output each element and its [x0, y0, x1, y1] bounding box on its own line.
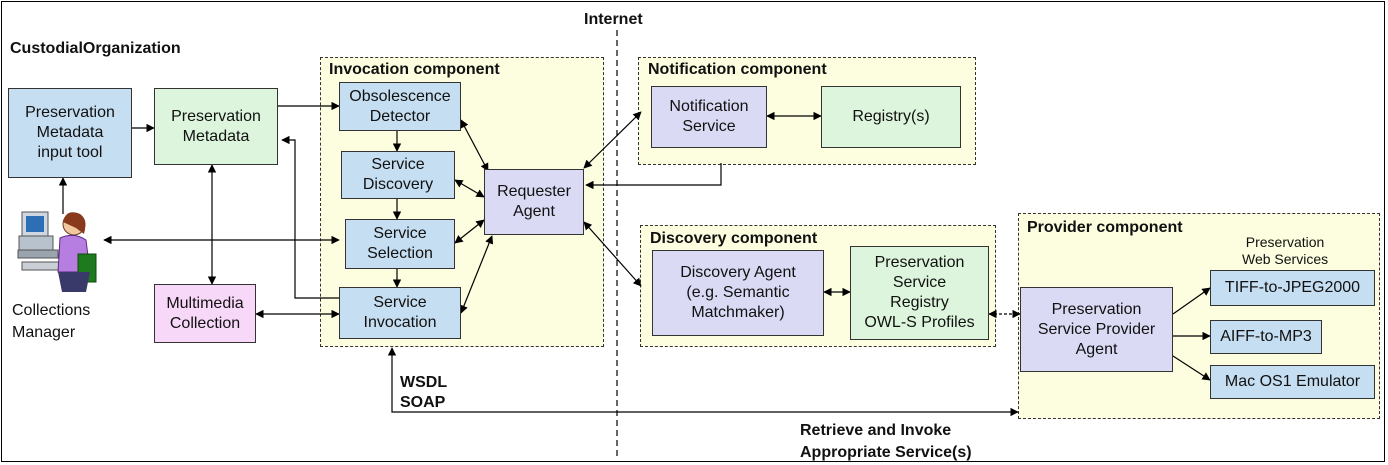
internet-label: Internet	[584, 11, 643, 28]
retrieve-invoke-line	[387, 347, 1019, 417]
retrieve-invoke-label: Retrieve and Invoke Appropriate Service(…	[800, 422, 972, 461]
discovery-agent-box: Discovery Agent (e.g. Semantic Matchmake…	[652, 250, 824, 336]
service-registry-box: Preservation Service Registry OWL-S Prof…	[850, 246, 989, 340]
invocation-to-metadata	[281, 135, 339, 299]
web-services-label: Preservation Web Services	[1242, 234, 1329, 267]
requester-discovery	[583, 221, 642, 287]
service-discovery-box: Service Discovery	[341, 151, 455, 199]
provider-to-mac	[1172, 355, 1211, 381]
discovery-requester	[454, 179, 485, 198]
notification-service-box: Notification Service	[651, 86, 767, 148]
custodial-organization-label: CustodialOrganization	[10, 40, 181, 57]
provider-to-tiff	[1172, 287, 1211, 315]
service-invocation-box: Service Invocation	[339, 287, 461, 339]
notification-component-title: Notification component	[648, 61, 827, 78]
collections-manager-label: Collections Manager	[12, 302, 91, 341]
collections-manager-user-icon	[17, 211, 97, 292]
service-selection-box: Service Selection	[345, 219, 455, 269]
service-mac-os1-emulator: Mac OS1 Emulator	[1210, 365, 1375, 399]
selection-requester	[454, 219, 485, 244]
provider-component-title: Provider component	[1027, 219, 1183, 236]
service-tiff-to-jpeg2000: TIFF-to-JPEG2000	[1210, 270, 1375, 306]
multimedia-collection-box: Multimedia Collection	[154, 284, 256, 343]
service-aiff-to-mp3: AIFF-to-MP3	[1210, 320, 1322, 354]
requester-agent-box: Requester Agent	[484, 169, 584, 235]
notification-registry-box: Registry(s)	[821, 86, 961, 148]
provider-agent-box: Preservation Service Provider Agent	[1020, 287, 1173, 372]
preservation-metadata-input-tool: Preservation Metadata input tool	[8, 88, 132, 178]
invocation-component-title: Invocation component	[329, 61, 500, 78]
requester-notification	[583, 111, 642, 169]
preservation-metadata-box: Preservation Metadata	[154, 88, 278, 165]
wsdl-soap-label: WSDL SOAP	[400, 374, 448, 411]
notification-feedback-to-requester	[585, 163, 722, 190]
obsolescence-detector-box: Obsolescence Detector	[339, 82, 461, 131]
invocation-requester	[459, 235, 494, 314]
discovery-component-title: Discovery component	[650, 230, 818, 247]
obsolescence-requester	[460, 119, 489, 172]
